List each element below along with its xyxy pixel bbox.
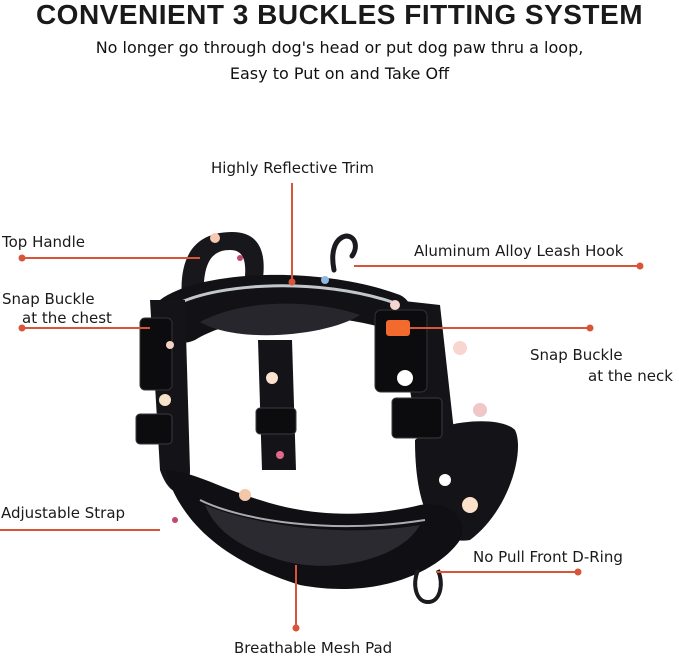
leader-lines: [0, 183, 644, 632]
leash-hook: [330, 233, 358, 273]
label-leash-hook: Aluminum Alloy Leash Hook: [414, 242, 624, 260]
neck-buckle-tab: [386, 320, 410, 336]
reflective-trim: [174, 284, 393, 307]
subtitle-line-1: No longer go through dog's head or put d…: [95, 38, 584, 57]
right-slider: [391, 397, 443, 439]
center-strap: [258, 340, 296, 470]
subtitle-line-2: Easy to Put on and Take Off: [229, 64, 450, 83]
label-chest-buckle-line1: Snap Buckle: [2, 290, 95, 308]
floral-pattern: [153, 233, 487, 523]
label-reflective-trim: Highly Reflective Trim: [211, 159, 375, 177]
page-title: CONVENIENT 3 BUCKLES FITTING SYSTEM: [35, 0, 644, 30]
chest-reflective: [199, 499, 426, 528]
label-neck-buckle-line2: at the neck: [588, 367, 673, 385]
label-front-d-ring: No Pull Front D-Ring: [473, 548, 623, 566]
left-slider: [135, 413, 173, 445]
label-chest-buckle-line2: at the chest: [22, 309, 112, 327]
back-mesh: [200, 303, 360, 336]
front-d-ring: [413, 569, 443, 605]
harness: [135, 232, 518, 605]
chest-mesh: [205, 505, 420, 566]
center-slider: [255, 407, 297, 435]
label-adjustable-strap: Adjustable Strap: [1, 504, 126, 522]
label-mesh-pad: Breathable Mesh Pad: [234, 639, 393, 657]
label-top-handle: Top Handle: [2, 233, 85, 251]
chest-buckle: [139, 317, 173, 391]
label-neck-buckle-line1: Snap Buckle: [530, 346, 623, 364]
